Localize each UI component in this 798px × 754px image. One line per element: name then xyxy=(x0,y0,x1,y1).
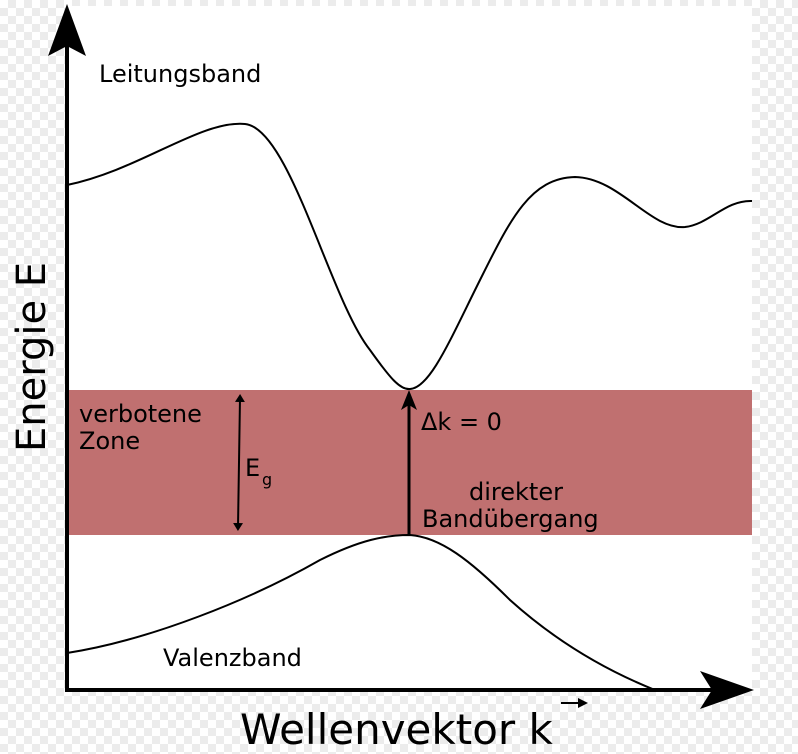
energy-gap-subscript: g xyxy=(262,470,272,489)
transition-label-line2: Bandübergang xyxy=(422,505,599,533)
conduction-band-label: Leitungsband xyxy=(99,60,261,88)
x-axis-label: Wellenvektor k xyxy=(240,705,554,754)
delta-k-label: Δk = 0 xyxy=(421,408,502,436)
valence-band-label: Valenzband xyxy=(163,644,302,672)
forbidden-zone-label-line1: verbotene xyxy=(79,400,202,428)
transition-label-line1: direkter xyxy=(469,478,563,506)
x-axis-arrowhead xyxy=(700,671,754,709)
y-axis-arrowhead xyxy=(48,4,86,56)
energy-gap-symbol: E xyxy=(245,454,260,482)
transition-arrowhead xyxy=(401,390,417,410)
conduction-band-curve xyxy=(66,122,753,391)
energy-gap-arrow xyxy=(233,394,245,531)
y-axis-label: Energie E xyxy=(9,262,55,452)
forbidden-zone-label-line2: Zone xyxy=(79,427,140,455)
k-vector-arrowhead xyxy=(578,698,588,708)
plot-background xyxy=(66,6,752,692)
